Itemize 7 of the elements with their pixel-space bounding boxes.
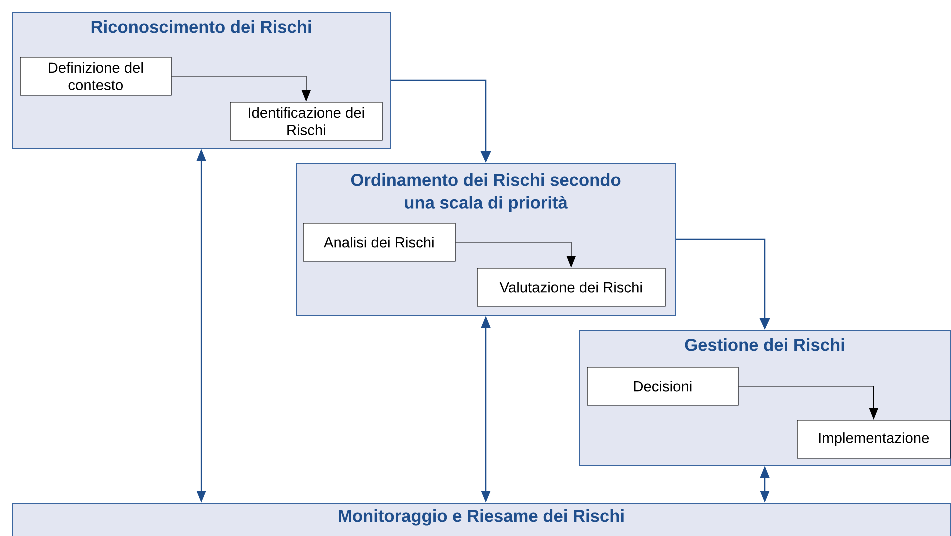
process-box: Analisi dei Rischi [303,223,456,262]
process-box: Identificazione dei Rischi [230,102,383,141]
process-box: Valutazione dei Rischi [477,268,666,307]
stage-panel: Monitoraggio e Riesame dei Rischi [12,503,951,536]
process-box: Implementazione [797,420,951,459]
process-box: Definizione del contesto [20,57,172,96]
process-box: Decisioni [587,367,739,406]
